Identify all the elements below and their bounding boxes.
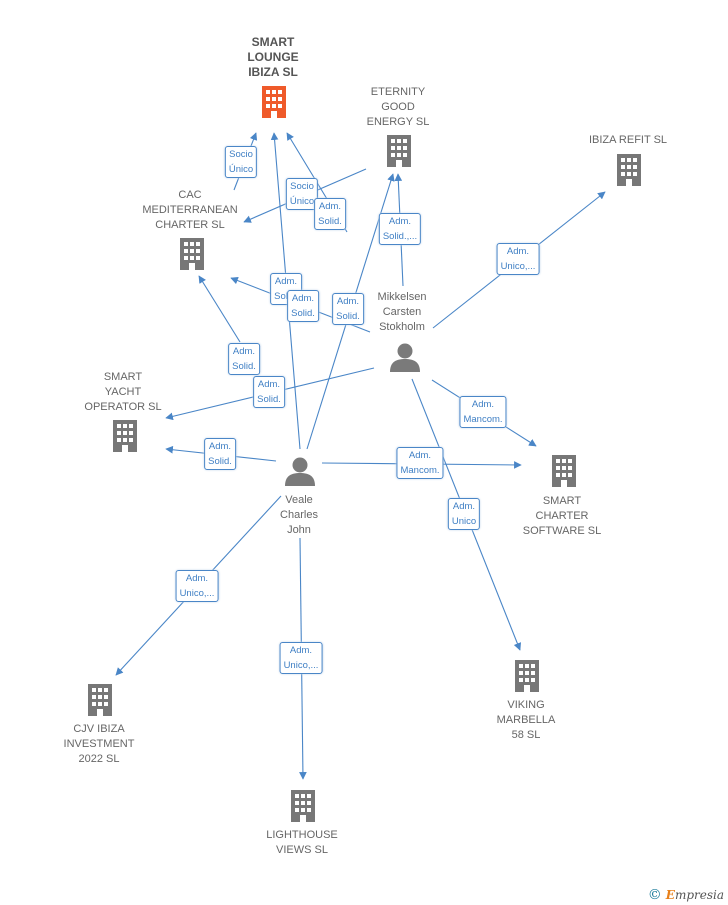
- node-label-ibiza-refit[interactable]: IBIZA REFIT SL: [588, 134, 668, 146]
- building-icon[interactable]: [113, 420, 137, 452]
- edge-label[interactable]: Adm. Solid.: [204, 438, 236, 470]
- building-icon[interactable]: [88, 684, 112, 716]
- building-icon[interactable]: [617, 154, 641, 186]
- node-label-cac[interactable]: CAC MEDITERRANEAN CHARTER SL: [142, 189, 238, 231]
- building-icon[interactable]: [262, 86, 286, 118]
- edge-line: [198, 275, 241, 343]
- brand-name: mpresia: [674, 888, 724, 902]
- empresia-brand: ©Empresia: [648, 887, 724, 903]
- edge-label[interactable]: Adm. Solid.: [314, 198, 346, 230]
- node-label-mikkelsen[interactable]: Mikkelsen Carsten Stokholm: [377, 291, 427, 333]
- edge-label[interactable]: Adm. Unico,...: [175, 570, 219, 602]
- brand-initial: E: [665, 888, 675, 902]
- node-label-smart-yacht[interactable]: SMART YACHT OPERATOR SL: [84, 371, 162, 413]
- node-label-viking[interactable]: VIKING MARBELLA 58 SL: [496, 699, 556, 741]
- edge-label[interactable]: Adm. Solid.: [253, 376, 285, 408]
- edge-label[interactable]: Socio Único: [285, 178, 319, 210]
- building-icon[interactable]: [552, 455, 576, 487]
- edge-label[interactable]: Socio Único: [224, 146, 258, 178]
- node-label-veale[interactable]: Veale Charles John: [280, 494, 318, 536]
- person-icon[interactable]: [390, 343, 420, 373]
- edge-label[interactable]: Adm. Solid.: [228, 343, 260, 375]
- edge-label[interactable]: Adm. Unico,...: [279, 642, 323, 674]
- edge-label[interactable]: Adm. Unico: [447, 498, 481, 530]
- building-icon[interactable]: [515, 660, 539, 692]
- node-label-smart-charter[interactable]: SMART CHARTER SOFTWARE SL: [522, 495, 602, 537]
- building-icon[interactable]: [387, 135, 411, 167]
- edge-label[interactable]: Adm. Solid.,...: [378, 213, 422, 245]
- node-label-eternity[interactable]: ETERNITY GOOD ENERGY SL: [366, 86, 430, 128]
- building-icon[interactable]: [291, 790, 315, 822]
- node-label-lighthouse[interactable]: LIGHTHOUSE VIEWS SL: [266, 829, 338, 856]
- copyright-symbol: ©: [647, 887, 662, 903]
- edge-label[interactable]: Adm. Solid.: [287, 290, 319, 322]
- node-label-smart-lounge[interactable]: SMART LOUNGE IBIZA SL: [247, 35, 299, 79]
- edge-label[interactable]: Adm. Unico,...: [496, 243, 540, 275]
- person-icon[interactable]: [285, 457, 315, 487]
- edge-label[interactable]: Adm. Mancom.: [396, 447, 444, 479]
- node-label-cjv[interactable]: CJV IBIZA INVESTMENT 2022 SL: [63, 723, 135, 765]
- building-icon[interactable]: [180, 238, 204, 270]
- edge-label[interactable]: Adm. Solid.: [332, 293, 364, 325]
- edge-label[interactable]: Adm. Mancom.: [459, 396, 507, 428]
